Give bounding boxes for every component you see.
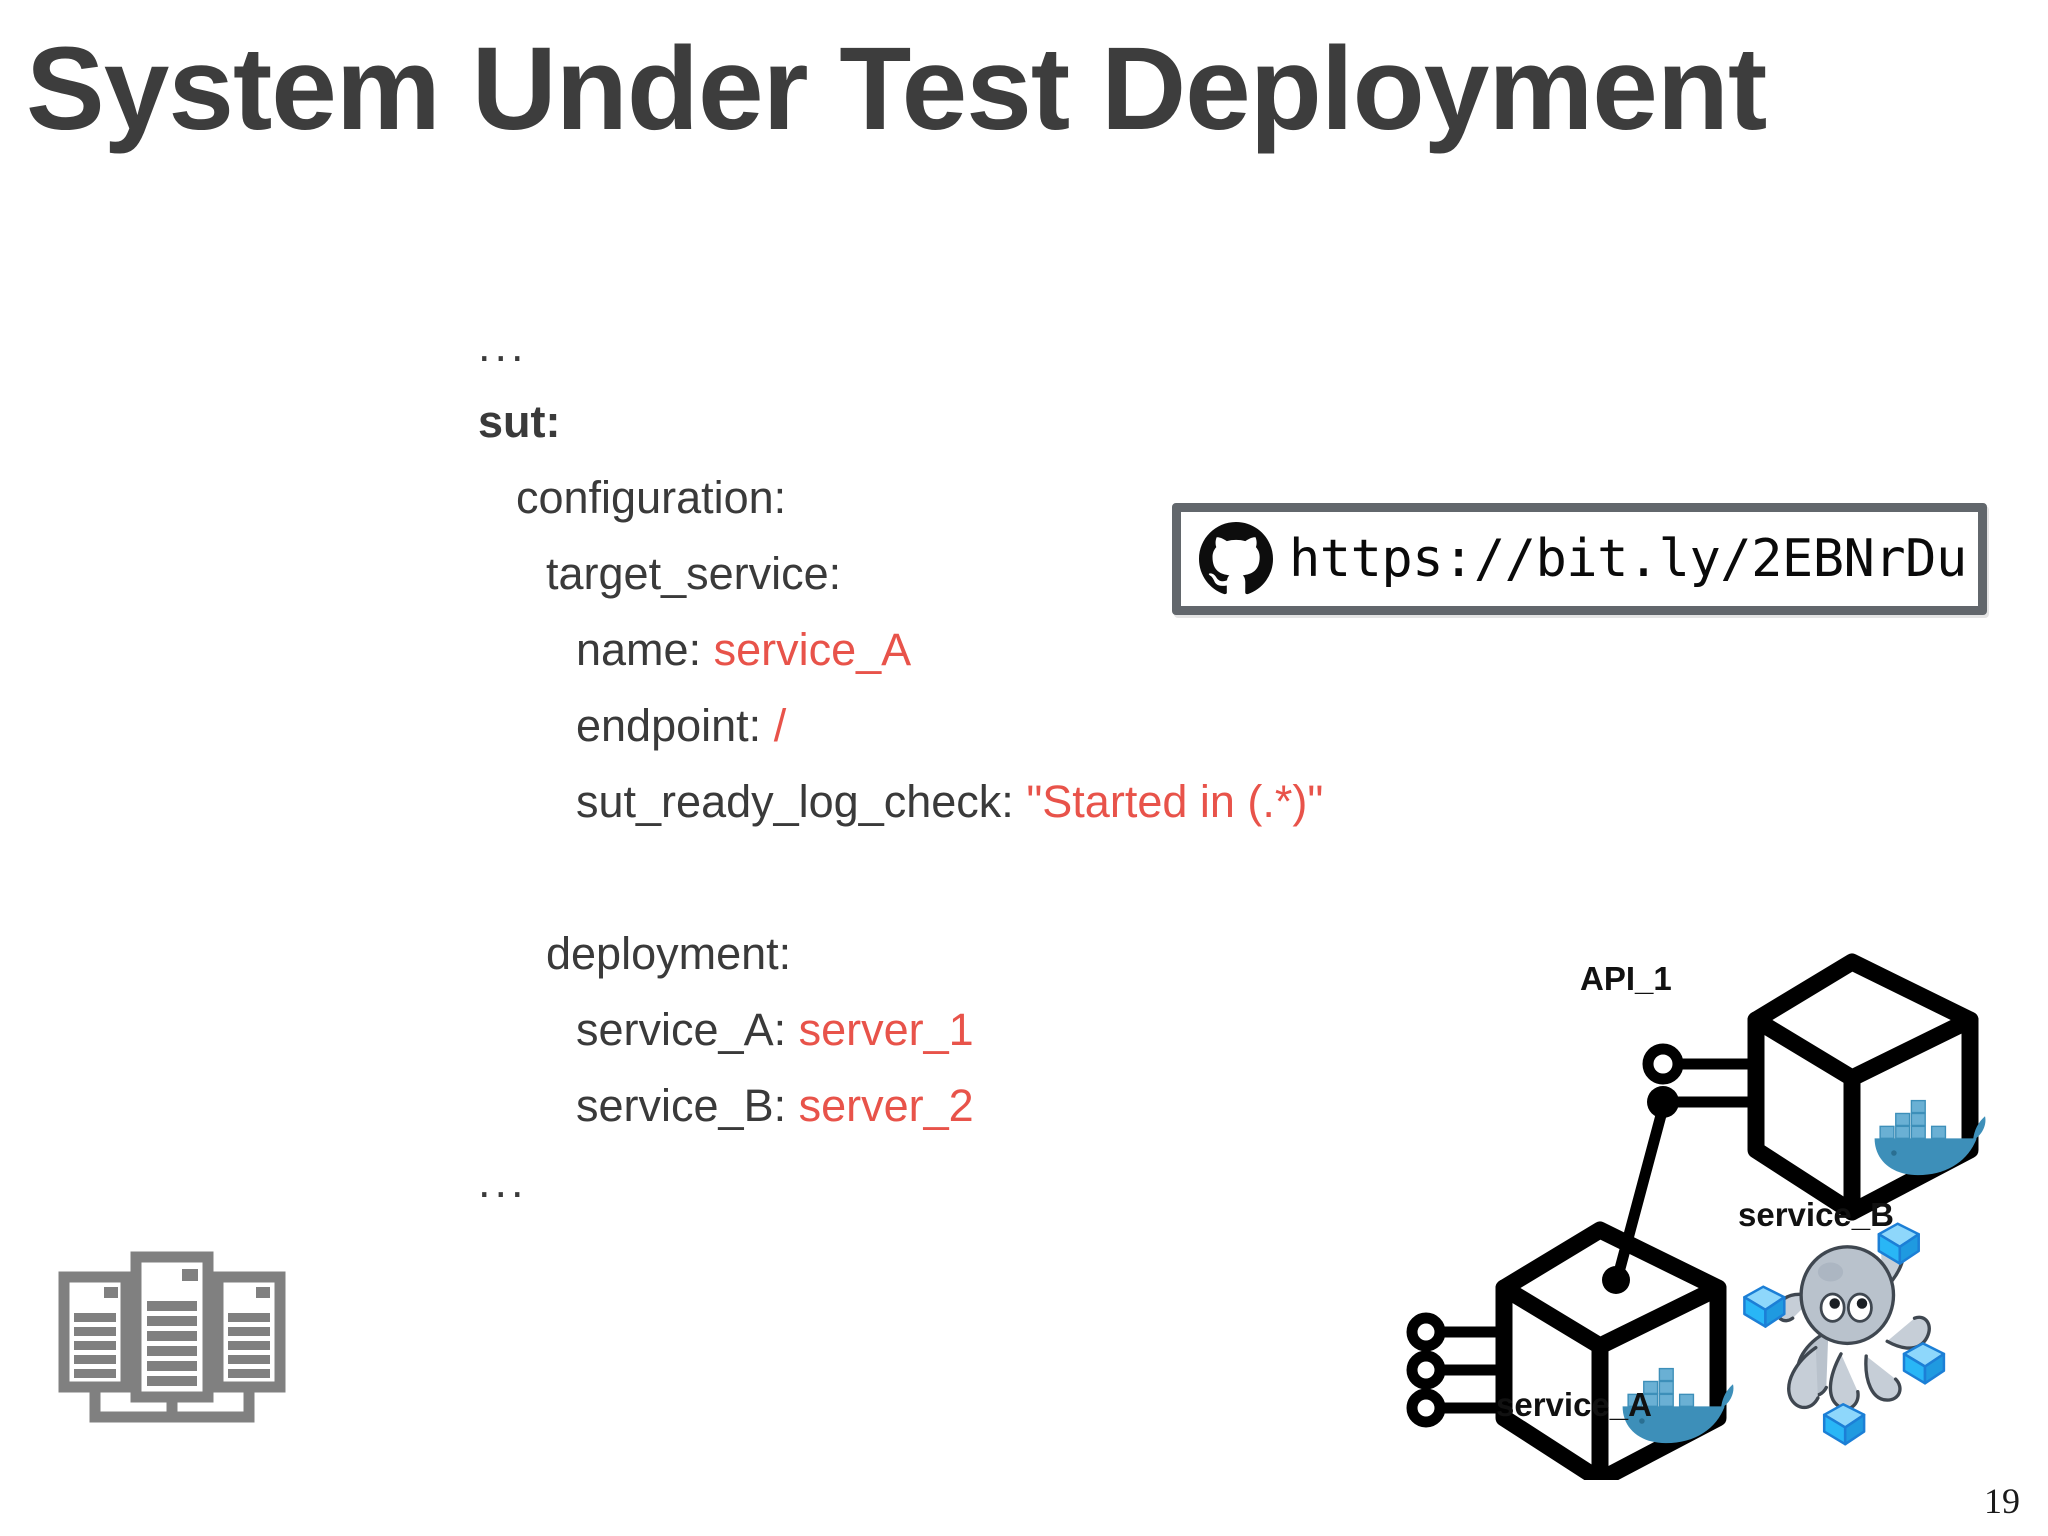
provided-interface-circle: [1642, 1043, 1684, 1085]
yaml-key: name:: [576, 624, 702, 675]
yaml-key: configuration:: [516, 472, 787, 523]
yaml-line: sut_ready_log_check: "Started in (.*)": [478, 764, 1598, 840]
docker-compose-octopus-icon: [1743, 1222, 1946, 1446]
yaml-key: sut_ready_log_check:: [576, 776, 1014, 827]
yaml-line: configuration:: [478, 460, 1598, 536]
yaml-key: deployment:: [546, 928, 792, 979]
diagram-label-api1: API_1: [1580, 960, 1672, 997]
provided-interface-circle: [1406, 1312, 1446, 1352]
yaml-key: ...: [478, 320, 528, 371]
github-icon: [1199, 522, 1273, 595]
yaml-value: service_A: [713, 624, 912, 675]
required-interface-dot: [1647, 1086, 1679, 1118]
diagram-label-service-a: service_A: [1496, 1386, 1652, 1423]
yaml-line: name: service_A: [478, 612, 1598, 688]
component-cube-service-b: [1747, 953, 1979, 1221]
provided-interface-circle: [1406, 1388, 1446, 1428]
docker-whale-icon: [1874, 1099, 1986, 1176]
yaml-key: sut:: [478, 396, 561, 447]
service-a-left-connectors: [1436, 1326, 1504, 1414]
yaml-line: ...: [478, 308, 1598, 384]
provided-interface-circle: [1406, 1350, 1446, 1390]
github-link-box[interactable]: https://bit.ly/2EBNrDu: [1172, 503, 1987, 615]
page-number: 19: [1984, 1481, 2020, 1521]
yaml-value: server_1: [798, 1004, 974, 1055]
yaml-key: endpoint:: [576, 700, 762, 751]
diagram-label-service-b: service_B: [1738, 1196, 1894, 1233]
yaml-line: service_B: server_2: [478, 1068, 1598, 1144]
yaml-value: /: [773, 700, 787, 751]
yaml-key: service_B:: [576, 1080, 787, 1131]
yaml-line: target_service:: [478, 536, 1598, 612]
component-diagram: API_1 service_B service_A: [1378, 900, 2048, 1489]
yaml-line: deployment:: [478, 916, 1598, 992]
yaml-line: sut:: [478, 384, 1598, 460]
yaml-line: endpoint: /: [478, 688, 1598, 764]
component-diagram-svg: [1406, 953, 1986, 1489]
yaml-value: "Started in (.*)": [1026, 776, 1324, 827]
page-title: System Under Test Deployment: [26, 23, 1767, 155]
service-a-connection-dot: [1602, 1266, 1630, 1294]
yaml-config-block: ... sut: configuration: target_service:name…: [478, 308, 1598, 1220]
yaml-line: service_A: server_1: [478, 992, 1598, 1068]
yaml-value: server_2: [798, 1080, 974, 1131]
github-url-text: https://bit.ly/2EBNrDu: [1289, 529, 1967, 589]
yaml-key: ...: [478, 1156, 528, 1207]
yaml-line: ...: [478, 1144, 1598, 1220]
yaml-key: service_A:: [576, 1004, 787, 1055]
server-rack-icon: [58, 1251, 286, 1423]
yaml-key: target_service:: [546, 548, 842, 599]
docker-whale-icon: [1622, 1367, 1734, 1444]
